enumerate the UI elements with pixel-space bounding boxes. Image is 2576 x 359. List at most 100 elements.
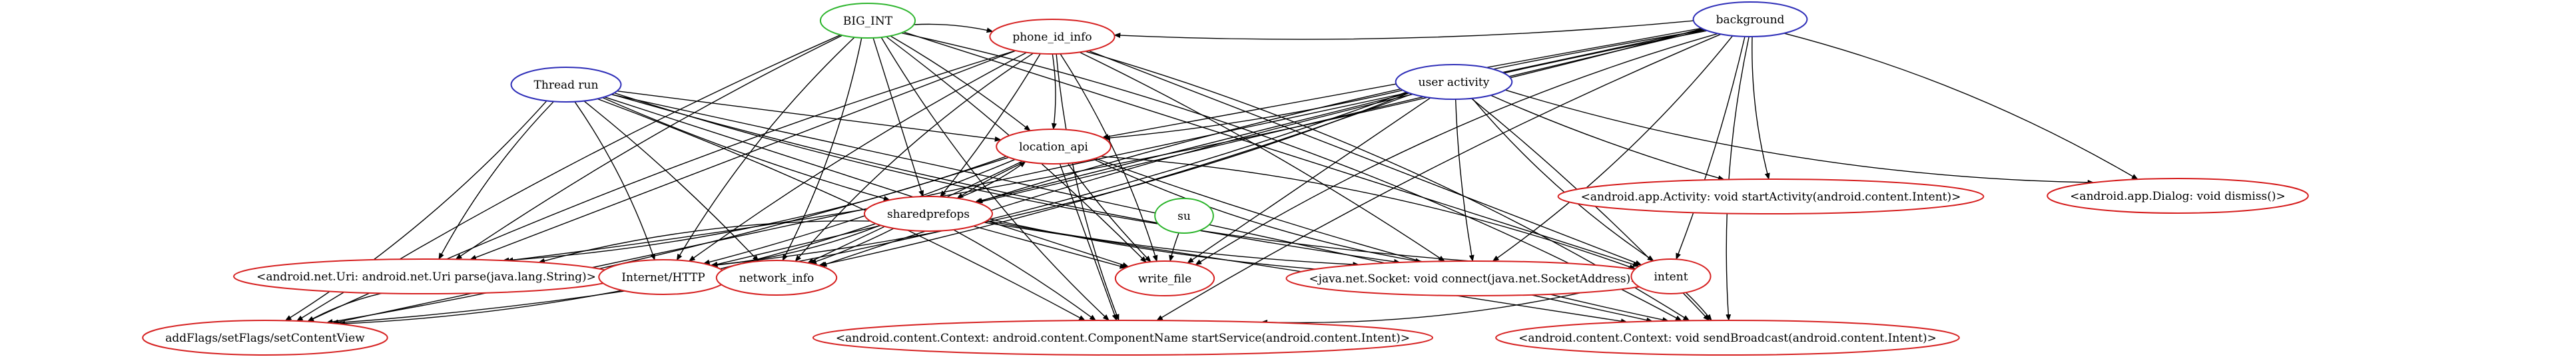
node-sharedprefops-shape xyxy=(863,196,994,232)
node-start-activity-label: <android.app.Activity: void startActivit… xyxy=(1581,190,1961,204)
node-add-flags-label: addFlags/setFlags/setContentView xyxy=(165,332,365,345)
edge-phone-id-info-to-write-file xyxy=(1060,53,1158,262)
edge-background-to-write-file xyxy=(1195,33,1718,266)
node-thread-run: Thread run xyxy=(510,67,622,103)
edge-sharedprefops-to-internet-http xyxy=(711,224,881,268)
node-su-shape xyxy=(1154,198,1214,234)
edge-background-to-start-activity xyxy=(1752,36,1770,180)
edge-user-activity-to-write-file xyxy=(1187,97,1431,264)
edge-phone-id-info-to-start-service xyxy=(1056,53,1120,321)
edge-thread-run-to-socket-connect xyxy=(611,93,1401,264)
edge-background-to-send-broadcast xyxy=(1726,36,1750,321)
node-thread-run-label: Thread run xyxy=(534,79,599,92)
node-background: background xyxy=(1692,1,1808,37)
node-phone-id-info-label: phone_id_info xyxy=(1012,31,1092,44)
node-su: su xyxy=(1154,198,1214,234)
edge-BIG-INT-to-location-api xyxy=(890,35,1031,131)
edge-location-api-to-send-broadcast xyxy=(1095,158,1670,322)
edge-phone-id-info-to-internet-http xyxy=(688,52,1027,262)
edge-thread-run-to-sharedprefops xyxy=(602,97,890,201)
edge-background-to-uri-parse xyxy=(506,28,1703,263)
node-su-label: su xyxy=(1177,210,1191,223)
edge-user-activity-to-location-api xyxy=(1103,89,1403,141)
node-uri-parse-label: <android.net.Uri: android.net.Uri parse(… xyxy=(256,270,596,284)
node-location-api: location_api xyxy=(996,129,1112,165)
edge-background-to-internet-http xyxy=(711,29,1706,267)
edge-su-to-write-file xyxy=(1169,232,1179,262)
edge-location-api-to-internet-http xyxy=(703,159,1016,265)
edge-location-api-to-intent xyxy=(1100,156,1636,270)
node-write-file: write_file xyxy=(1114,260,1215,296)
edge-phone-id-info-to-socket-connect xyxy=(1079,51,1446,262)
node-background-shape xyxy=(1692,1,1808,37)
edge-BIG-INT-to-network-info xyxy=(782,37,862,261)
edge-thread-run-to-internet-http xyxy=(574,101,655,261)
node-phone-id-info-shape xyxy=(989,19,1116,55)
edge-user-activity-to-start-activity xyxy=(1490,95,1725,180)
node-sharedprefops-label: sharedprefops xyxy=(887,208,970,221)
node-write-file-label: write_file xyxy=(1138,272,1191,286)
node-start-service: <android.content.Context: android.conten… xyxy=(812,320,1434,356)
edge-thread-run-to-write-file xyxy=(604,96,1129,268)
edge-sharedprefops-to-location-api xyxy=(956,161,1026,199)
edge-phone-id-info-to-location-api xyxy=(1051,53,1057,130)
edge-background-to-network-info xyxy=(820,30,1708,267)
edge-sharedprefops-to-add-flags xyxy=(338,223,876,326)
node-start-activity: <android.app.Activity: void startActivit… xyxy=(1557,179,1985,214)
edge-BIG-INT-to-intent xyxy=(903,31,1640,267)
edge-sharedprefops-to-network-info xyxy=(810,228,894,264)
node-socket-connect: <java.net.Socket: void connect(java.net.… xyxy=(1285,260,1664,296)
edge-background-to-socket-connect xyxy=(1492,35,1734,262)
node-sharedprefops: sharedprefops xyxy=(863,196,994,232)
node-intent-label: intent xyxy=(1654,270,1688,284)
edge-BIG-INT-to-internet-http xyxy=(676,37,855,261)
node-add-flags: addFlags/setFlags/setContentView xyxy=(142,320,388,356)
edge-thread-run-to-network-info xyxy=(583,101,759,262)
edge-user-activity-to-dialog-dismiss xyxy=(1504,89,2094,185)
node-internet-http-label: Internet/HTTP xyxy=(621,271,705,284)
node-write-file-shape xyxy=(1114,260,1215,296)
edge-location-api-to-sharedprefops xyxy=(956,161,1026,199)
node-internet-http: Internet/HTTP xyxy=(598,259,729,295)
edge-sharedprefops-to-uri-parse xyxy=(538,220,870,264)
node-dialog-dismiss: <android.app.Dialog: void dismiss()> xyxy=(2047,178,2309,214)
node-uri-parse: <android.net.Uri: android.net.Uri parse(… xyxy=(233,258,619,294)
node-send-broadcast: <android.content.Context: void sendBroad… xyxy=(1495,320,1960,356)
edge-location-api-to-write-file xyxy=(1067,163,1151,262)
edge-user-activity-to-socket-connect xyxy=(1455,99,1474,262)
edge-phone-id-info-to-sharedprefops xyxy=(940,53,1041,198)
node-phone-id-info: phone_id_info xyxy=(989,19,1116,55)
node-start-service-label: <android.content.Context: android.conten… xyxy=(836,332,1410,345)
edge-phone-id-info-to-uri-parse xyxy=(470,50,1016,260)
edge-location-api-to-start-service xyxy=(1059,163,1118,321)
edge-user-activity-to-intent xyxy=(1471,98,1654,262)
edge-phone-id-info-to-intent xyxy=(1088,50,1642,266)
edge-user-activity-to-add-flags xyxy=(332,91,1407,326)
edge-user-activity-to-network-info xyxy=(818,93,1413,267)
node-start-service-shape xyxy=(812,320,1434,356)
edge-thread-run-to-add-flags xyxy=(284,100,547,321)
edge-background-to-start-service xyxy=(1156,33,1722,321)
node-BIG-INT-shape xyxy=(819,3,916,39)
edge-thread-run-to-location-api xyxy=(617,91,1002,142)
node-socket-connect-label: <java.net.Socket: void connect(java.net.… xyxy=(1309,272,1640,286)
edge-BIG-INT-to-phone-id-info xyxy=(914,23,994,33)
edge-sharedprefops-to-start-service xyxy=(953,229,1097,321)
node-network-info-label: network_info xyxy=(739,272,814,285)
node-start-activity-shape xyxy=(1557,179,1985,214)
node-BIG-INT: BIG_INT xyxy=(819,3,916,39)
node-add-flags-shape xyxy=(142,320,388,356)
node-dialog-dismiss-shape xyxy=(2047,178,2309,214)
node-network-info-shape xyxy=(715,260,838,296)
edge-background-to-phone-id-info xyxy=(1114,20,1694,40)
node-user-activity: user activity xyxy=(1395,64,1513,100)
edge-user-activity-to-internet-http xyxy=(710,92,1410,268)
edge-location-api-to-socket-connect xyxy=(1093,159,1423,264)
node-intent: intent xyxy=(1630,258,1712,294)
edge-background-to-dialog-dismiss xyxy=(1783,33,2138,180)
node-intent-shape xyxy=(1630,258,1712,294)
node-network-info: network_info xyxy=(715,260,838,296)
node-background-label: background xyxy=(1716,13,1785,27)
